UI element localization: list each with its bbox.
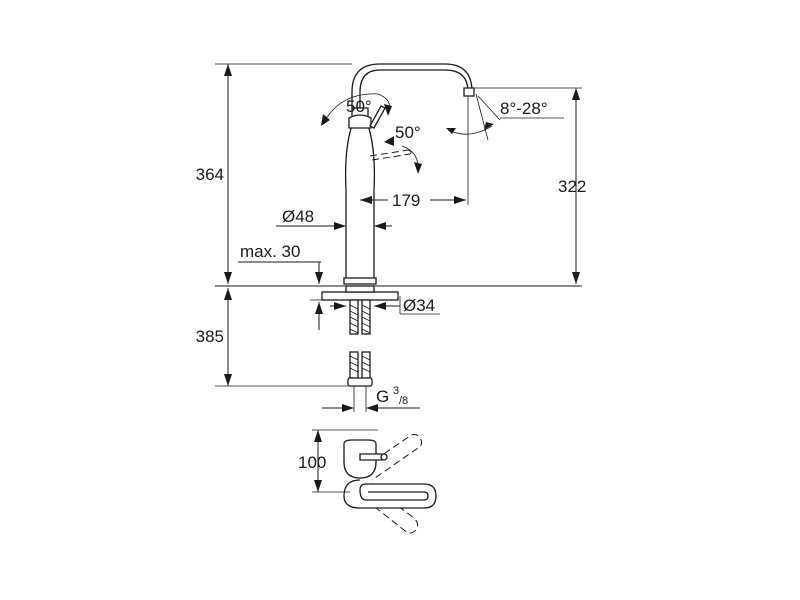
dim-total-height: 364	[196, 63, 352, 284]
hose-lower-right	[361, 351, 371, 379]
dim-thread-label: G	[376, 387, 389, 406]
faucet-side-view	[343, 63, 475, 285]
dim-reach: 179	[360, 96, 469, 210]
hose-connector	[347, 377, 373, 387]
dim-spout-height-label: 322	[558, 177, 586, 196]
angle-spout: 8°-28°	[446, 93, 564, 141]
dim-total-height-label: 364	[196, 165, 224, 184]
lever-swing-back	[369, 149, 411, 161]
hose-upper-left	[349, 299, 359, 335]
lever-handle	[369, 105, 386, 129]
lever-hub	[348, 114, 372, 129]
plan-lever-swing-down	[365, 487, 419, 534]
mounting-assembly	[215, 285, 582, 387]
plan-lever-swing-up	[365, 433, 423, 481]
dim-body-diameter-label: Ø48	[282, 207, 314, 226]
base-flange	[343, 277, 377, 285]
plan-depth-label: 100	[298, 453, 326, 472]
dim-thread-numerator: 3	[393, 385, 399, 397]
lever-swing-cap	[407, 149, 412, 155]
dim-thread: G 3 /8	[322, 385, 420, 412]
dim-body-diameter: Ø48	[276, 207, 392, 230]
plan-lever	[359, 453, 383, 461]
plan-lever-knob	[380, 453, 388, 461]
dim-reach-label: 179	[392, 191, 420, 210]
angle-lever-top-label: 50°	[346, 97, 372, 116]
dim-thread-denominator: /8	[399, 395, 408, 407]
plan-spout	[343, 479, 437, 509]
angle-lever-side: 50°	[384, 123, 422, 174]
dim-hole-diameter-label: Ø34	[403, 296, 435, 315]
angle-spout-label: 8°-28°	[500, 99, 548, 118]
faucet-body	[344, 107, 376, 283]
dim-hole-diameter: Ø34	[330, 296, 440, 315]
angle-lever-side-label: 50°	[395, 123, 421, 142]
faucet-plan-view: 100	[298, 429, 437, 534]
spout-outlet	[463, 87, 475, 97]
hose-lower-left	[349, 351, 359, 379]
mounting-washer	[345, 285, 375, 293]
dim-deck-thickness: max. 30	[238, 242, 330, 330]
angle-lever-top: 50°	[321, 93, 392, 126]
dim-below-deck: 385	[196, 288, 350, 387]
dim-below-deck-label: 385	[196, 327, 224, 346]
dim-spout-height: 322	[474, 87, 586, 284]
mounting-nut	[321, 291, 399, 301]
hose-upper-right	[361, 299, 371, 335]
dim-deck-thickness-label: max. 30	[240, 242, 300, 261]
